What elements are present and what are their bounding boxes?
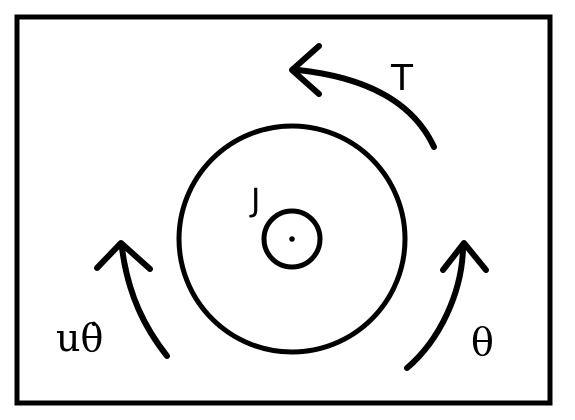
friction-arrow <box>94 240 170 359</box>
curved-arrow-up-icon <box>119 245 170 359</box>
diagram-frame <box>14 14 553 406</box>
outer-disk <box>176 123 408 355</box>
friction-label: uθ̇ <box>56 316 103 360</box>
angle-arrow <box>404 240 489 371</box>
hub-circle <box>261 208 323 270</box>
torque-arrow <box>289 43 437 150</box>
torque-label: T <box>390 58 414 99</box>
angle-label: θ <box>471 320 494 364</box>
flywheel <box>176 123 408 355</box>
shaft-center-dot <box>289 236 295 242</box>
angle-arrowhead <box>440 240 489 273</box>
curved-arrow-counterclockwise-icon <box>295 67 437 150</box>
inertia-label: J <box>249 181 260 219</box>
curved-arrow-up-icon <box>404 245 466 371</box>
friction-arrowhead <box>94 240 153 272</box>
torque-arrowhead <box>289 43 322 97</box>
